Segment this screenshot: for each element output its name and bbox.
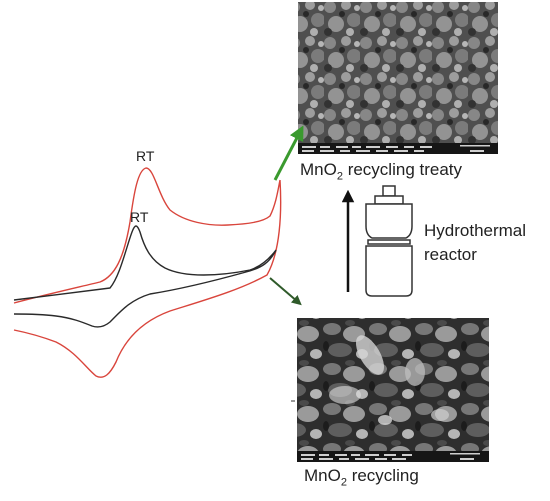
bottom-caption-suffix: recycling	[346, 466, 419, 485]
arrow-to-top-image	[273, 125, 304, 181]
bottom-caption: MnO2 recycling	[304, 466, 419, 488]
cv-curve-black	[13, 225, 277, 328]
reactor-label: Hydrothermal reactor	[424, 219, 526, 267]
arrow-to-bottom-image	[269, 277, 302, 306]
sem-scale-bar-bottom	[297, 451, 489, 462]
reactor-label-line2: reactor	[424, 245, 477, 264]
cv-curve-red	[13, 167, 282, 378]
top-caption: MnO2 recycling treaty	[300, 160, 462, 182]
rt-label-inner: RT	[130, 209, 149, 225]
bottom-caption-subscript: 2	[340, 476, 347, 489]
bottom-caption-prefix: MnO	[304, 466, 341, 485]
reactor-label-line1: Hydrothermal	[424, 221, 527, 240]
hydrothermal-reactor-icon	[365, 185, 413, 297]
top-caption-prefix: MnO	[300, 160, 337, 179]
top-caption-suffix: recycling treaty	[342, 160, 463, 179]
rt-label-outer: RT	[136, 148, 155, 164]
sem-image-top	[298, 2, 498, 154]
top-caption-subscript: 2	[336, 170, 343, 183]
sem-image-bottom	[297, 318, 489, 462]
sem-scale-bar-top	[298, 143, 498, 154]
